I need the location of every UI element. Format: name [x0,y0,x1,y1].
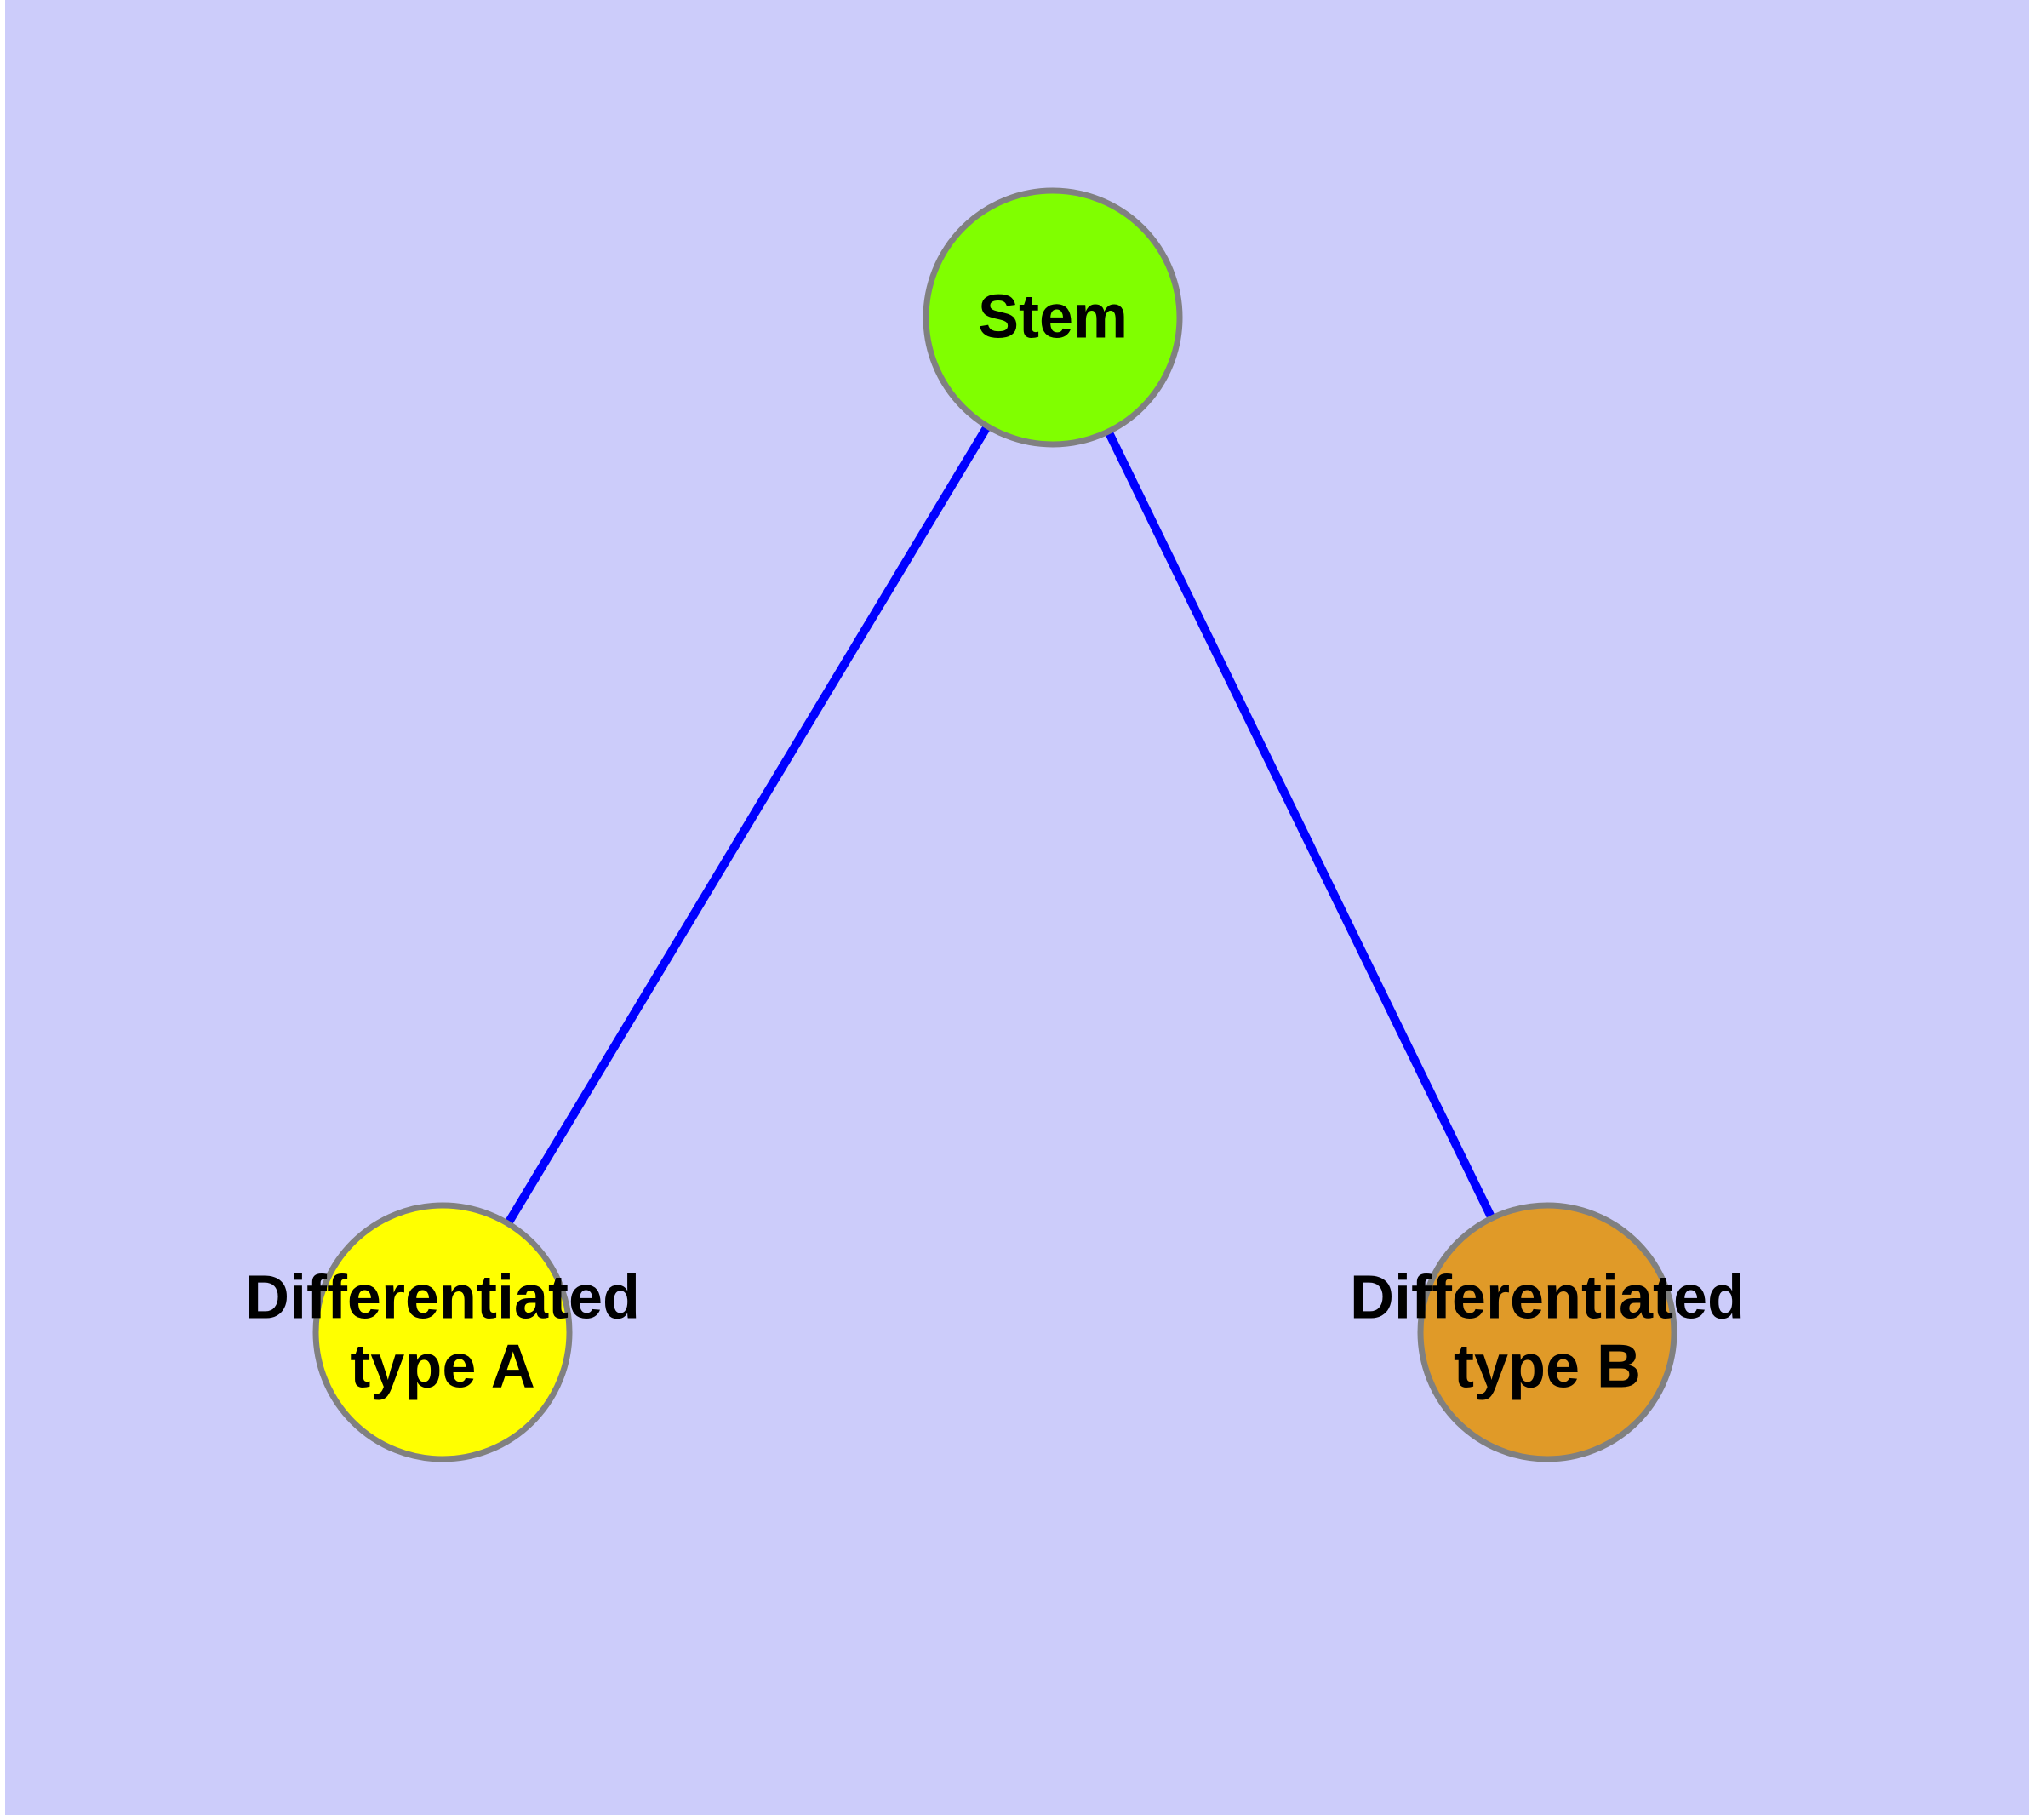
graph-node-stem[interactable] [923,187,1183,448]
graph-edge[interactable] [1049,315,1552,1335]
edges-layer [438,315,1552,1335]
graph-node-diff-b[interactable] [1417,1202,1677,1462]
graph-node-diff-a[interactable] [312,1202,573,1462]
nodes-layer [312,187,1677,1462]
graph-edge[interactable] [438,315,1057,1335]
